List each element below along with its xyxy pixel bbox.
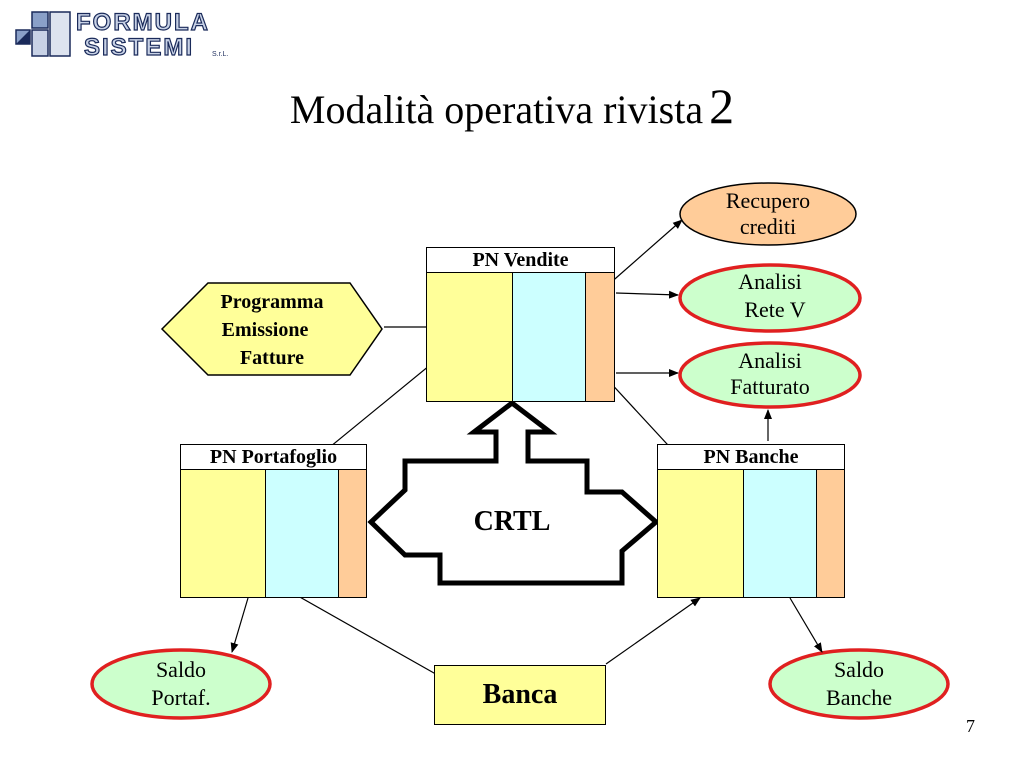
- rete-label: Analisi Rete V: [692, 268, 848, 324]
- logo-graphic: FORMULA SISTEMI S.r.L.: [15, 8, 228, 62]
- logo-suffix: S.r.L.: [212, 51, 228, 58]
- page-number: 7: [966, 716, 975, 736]
- slide-title-number: 2: [709, 78, 735, 134]
- crtl-arrow: [367, 399, 660, 586]
- recupero-line2: crediti: [739, 214, 797, 239]
- rete-line2: Rete V: [744, 297, 806, 322]
- ledger-column-yellow: [181, 470, 266, 597]
- program-label-line3: Fatture: [239, 347, 305, 369]
- ledger-column-peach: [817, 470, 844, 597]
- ledger-column-peach: [586, 273, 614, 401]
- arrow-vendite-to-recupero: [607, 219, 683, 286]
- ledger-column-yellow: [427, 273, 513, 401]
- ledger-pn-portafoglio-title: PN Portafoglio: [181, 445, 366, 470]
- ledger-column-peach: [339, 470, 366, 597]
- program-hexagon: [160, 282, 383, 376]
- saldo-portaf-line1: Saldo: [155, 657, 207, 682]
- program-label-line1: Programma: [220, 291, 324, 313]
- recupero-label: Recupero crediti: [690, 188, 846, 240]
- logo-text-line2: SISTEMI: [84, 34, 194, 61]
- ledger-pn-vendite: PN Vendite: [426, 247, 615, 402]
- arrow-banche-to-saldo: [789, 597, 823, 653]
- program-label-line2: Emissione: [221, 319, 309, 341]
- slide-title-text: Modalità operativa rivista: [289, 87, 704, 132]
- crtl-label: CRTL: [473, 506, 551, 537]
- ledger-pn-banche-title: PN Banche: [658, 445, 844, 470]
- saldo-banche-line1: Saldo: [833, 657, 885, 682]
- recupero-oval: [679, 182, 857, 246]
- saldo-banche-label: Saldo Banche: [781, 656, 937, 712]
- saldo-portaf-line2: Portaf.: [151, 685, 211, 710]
- fatturato-line1: Analisi: [738, 348, 802, 373]
- banca-label: Banca: [482, 679, 558, 710]
- arrow-portafoglio-to-saldo: [230, 597, 249, 653]
- ledger-column-yellow: [658, 470, 744, 597]
- saldo-banche-line2: Banche: [826, 685, 892, 710]
- saldo-portaf-label: Saldo Portaf.: [103, 656, 259, 712]
- rete-oval: [678, 263, 862, 333]
- logo-text-line1: FORMULA: [76, 9, 210, 36]
- ledger-pn-portafoglio: PN Portafoglio: [180, 444, 367, 598]
- fatturato-line2: Fatturato: [730, 374, 810, 399]
- saldo-banche-oval: [768, 648, 950, 720]
- banca-box: Banca: [434, 665, 606, 725]
- ledger-column-cyan: [744, 470, 817, 597]
- rete-line1: Analisi: [738, 269, 802, 294]
- ledger-pn-vendite-title: PN Vendite: [427, 248, 614, 273]
- ledger-column-cyan: [513, 273, 586, 401]
- ledger-pn-banche: PN Banche: [657, 444, 845, 598]
- recupero-line1: Recupero: [725, 188, 811, 213]
- saldo-portaf-oval: [90, 648, 272, 720]
- ledger-column-cyan: [266, 470, 339, 597]
- fatturato-label: Analisi Fatturato: [692, 348, 848, 400]
- arrow-vendite-to-rete: [615, 290, 679, 299]
- company-logo: FORMULA SISTEMI S.r.L.: [14, 6, 232, 62]
- fatturato-oval: [678, 341, 862, 409]
- arrow-banca-to-banche: [605, 597, 701, 665]
- program-label: Programma Emissione Fatture: [182, 288, 362, 372]
